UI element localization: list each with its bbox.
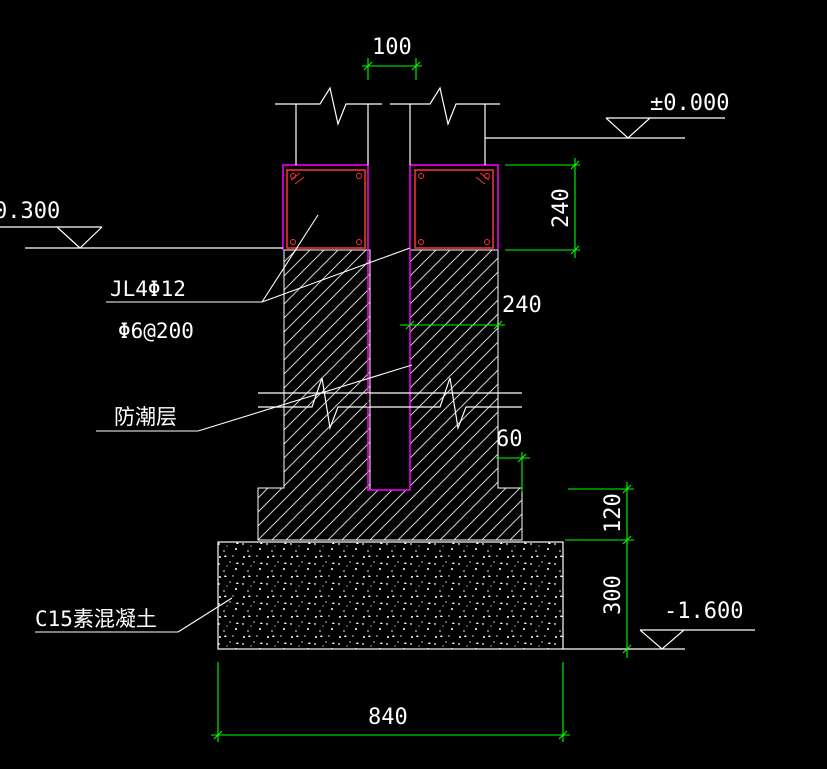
dim-wall-width: 240 [502,293,542,318]
leader-beam-rebar [106,214,411,303]
wall-break-lines [258,377,522,431]
level-bottom: -1.600 [563,599,755,650]
level-bottom-label: -1.600 [664,599,743,624]
beam-rebar-label: JL4Φ12 [110,277,186,301]
wall-outline [282,164,499,491]
stirrup-label: Φ6@200 [118,319,194,343]
dim-top-gap: 100 [372,35,412,60]
beam-right [414,169,494,249]
level-ground: ±0.000 [485,91,729,139]
dim-step: 60 [496,427,523,452]
dim-footing-step: 120 [601,493,626,533]
hatched-foundation-body [257,249,523,541]
level-left-label: 0.300 [0,199,60,224]
level-left: 0.300 [0,199,283,249]
leader-concrete [35,597,233,633]
damp-proof-label: 防潮层 [114,405,177,429]
dimension-lines [211,58,634,742]
level-ground-label: ±0.000 [650,91,729,116]
concrete-label: C15素混凝土 [35,607,157,631]
dim-beam-height: 240 [549,188,574,228]
dim-concrete-width: 840 [368,705,408,730]
wall-above-lines [275,86,500,165]
concrete-pad [217,541,564,650]
dim-concrete-height: 300 [601,575,626,615]
leader-damp-proof [96,364,413,432]
beam-left [286,169,366,249]
